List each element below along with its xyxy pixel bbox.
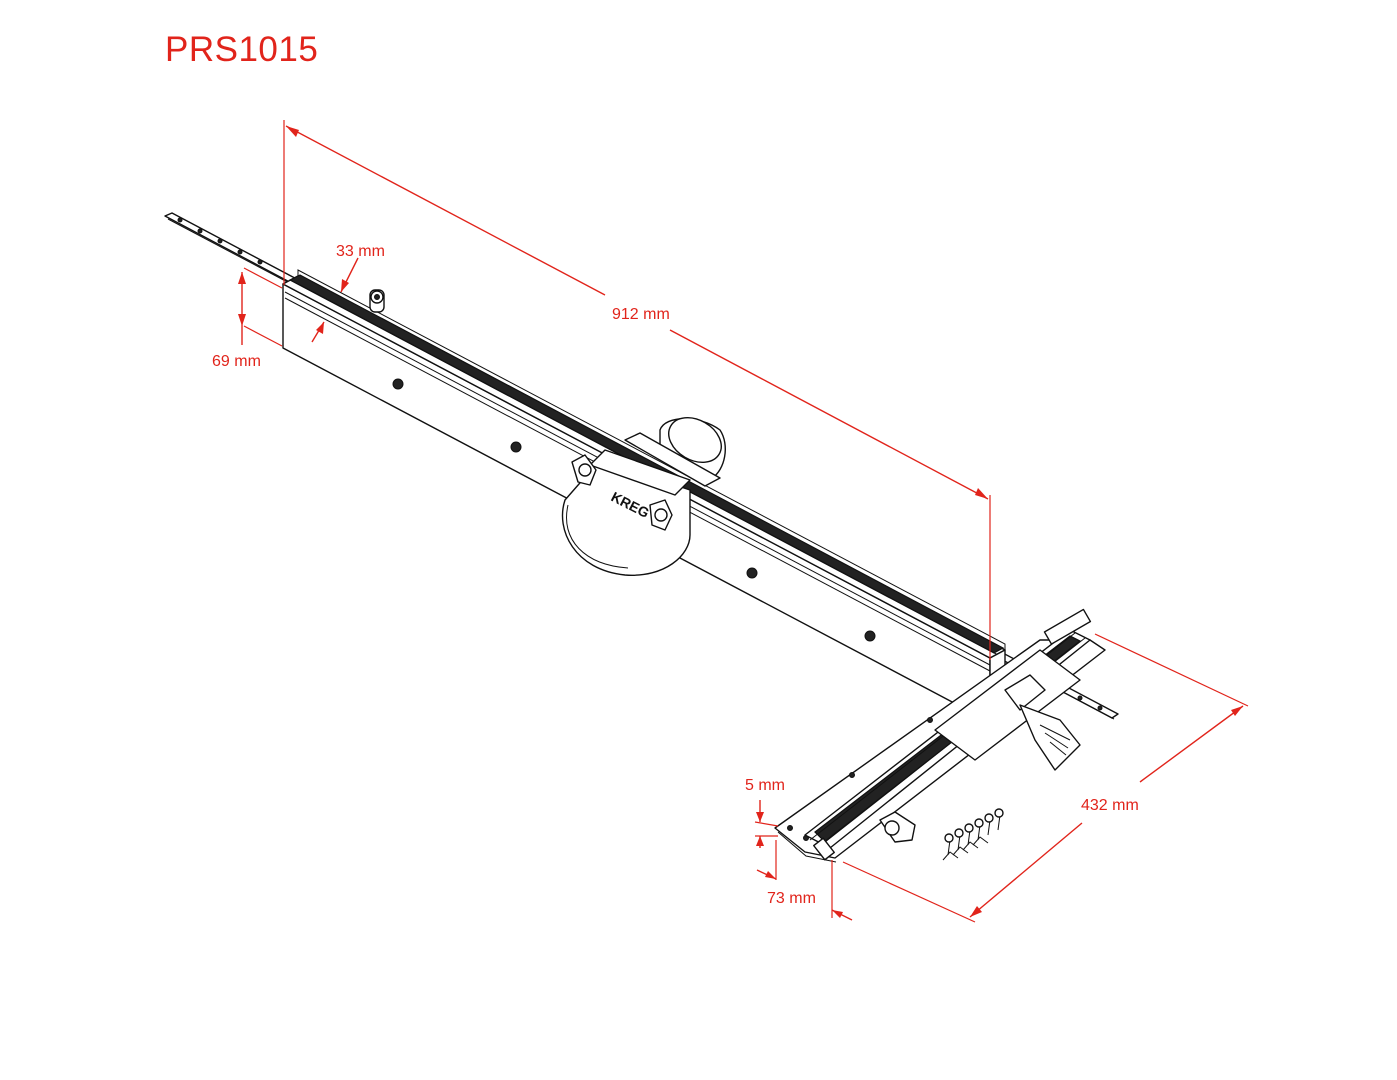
stop-block-knob bbox=[369, 289, 385, 313]
fence-face-holes bbox=[392, 378, 876, 642]
fence-assembly: KREG bbox=[164, 212, 1119, 723]
rail-lock-knob bbox=[879, 811, 916, 843]
dim-rail-length: 432 mm bbox=[842, 633, 1249, 923]
dim-rail-length-label: 432 mm bbox=[1081, 797, 1139, 814]
diagram-title: PRS1015 bbox=[165, 30, 319, 69]
dimension-lines: 912 mm 33 mm 69 mm 432 bbox=[212, 120, 1249, 923]
dim-rail-thickness-label: 5 mm bbox=[745, 777, 785, 794]
dim-track-width: 33 mm bbox=[311, 243, 385, 343]
dim-track-width-label: 33 mm bbox=[336, 243, 385, 260]
fence-carriage bbox=[934, 608, 1092, 771]
dim-fence-length-label: 912 mm bbox=[612, 306, 670, 323]
dim-rail-width-label: 73 mm bbox=[767, 890, 816, 907]
dust-port-knob-left bbox=[571, 454, 597, 486]
rail-assembly bbox=[774, 608, 1106, 863]
dust-port: KREG bbox=[561, 417, 726, 576]
dim-fence-height-label: 69 mm bbox=[212, 353, 261, 370]
dim-rail-width: 73 mm bbox=[756, 840, 853, 921]
mounting-screws bbox=[942, 808, 1004, 861]
dim-rail-thickness: 5 mm bbox=[745, 777, 785, 848]
dim-fence-height: 69 mm bbox=[212, 267, 283, 370]
dim-fence-length: 912 mm bbox=[283, 120, 991, 660]
dust-port-knob-right bbox=[649, 499, 673, 531]
